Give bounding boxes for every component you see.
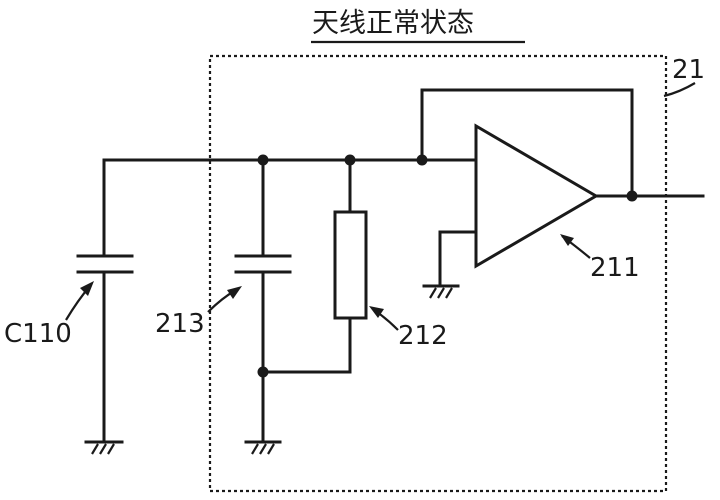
block-label: 21 [672, 55, 705, 85]
junction-dot [626, 190, 638, 202]
c110-label: C110 [4, 319, 72, 349]
diagram-title: 天线正常状态 [312, 8, 474, 39]
block-boundary [208, 54, 668, 493]
c110-arrow-head [80, 281, 94, 296]
junction-dot [416, 154, 428, 166]
junction-dot [257, 154, 269, 166]
cap213-label: 213 [155, 309, 205, 339]
cap213-arrow-head [227, 286, 242, 299]
junction-dot [257, 366, 269, 378]
resistor-symbol [333, 210, 368, 320]
resistor-bottom-wire [261, 316, 352, 374]
amplifier-symbol [474, 123, 599, 269]
block-leader [663, 82, 696, 98]
ground-symbol-cap213 [244, 440, 282, 455]
ground-symbol-c110 [84, 440, 124, 455]
junction-dot [344, 154, 356, 166]
amplifier-ground-wire [438, 230, 478, 288]
feedback-wire [420, 88, 634, 198]
ground-symbol-amplifier [422, 284, 460, 299]
amplifier-label: 211 [590, 253, 640, 283]
resistor-arrow-head [369, 306, 384, 318]
amplifier-arrow-head [560, 234, 574, 246]
resistor-label: 212 [398, 321, 448, 351]
